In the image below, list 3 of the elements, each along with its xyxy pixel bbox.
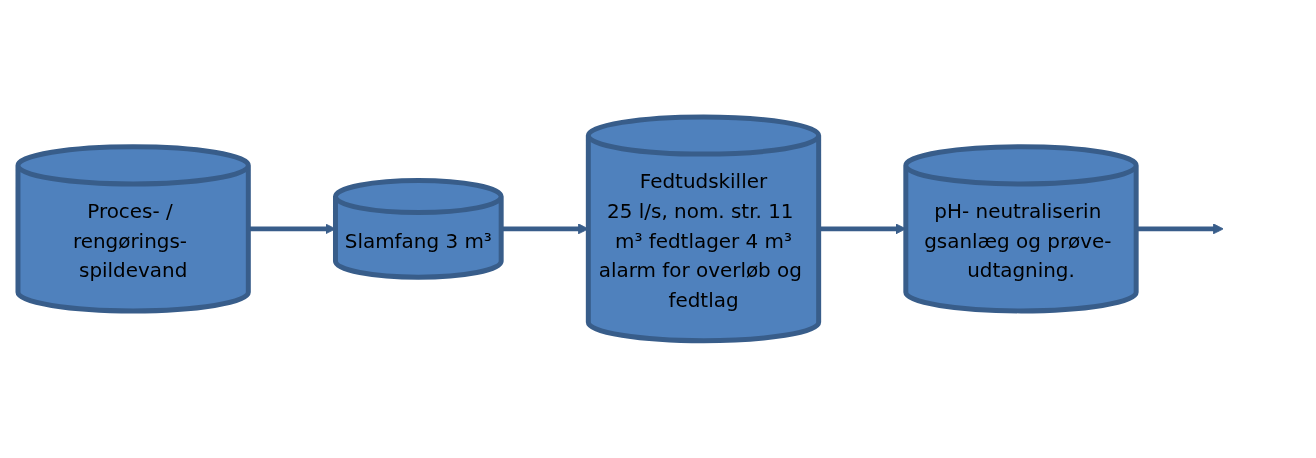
arrow [248,223,336,235]
arrow [501,223,589,235]
arrow [1136,223,1224,235]
